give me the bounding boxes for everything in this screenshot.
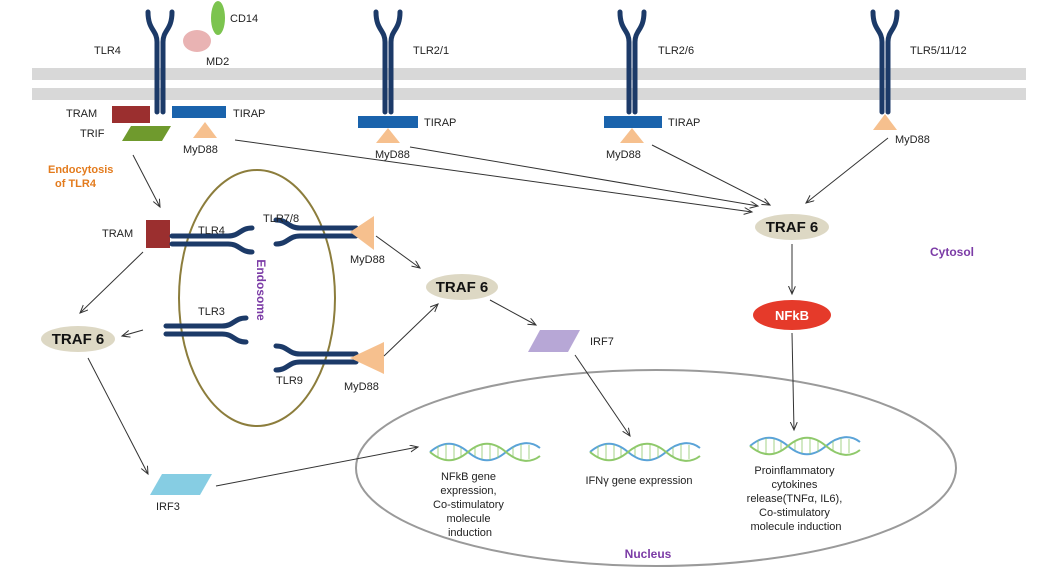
expr-1-line-4: molecule xyxy=(446,513,490,525)
myd88-2-shape xyxy=(376,128,400,143)
endosome-label: Endosome xyxy=(254,259,268,321)
arrow-traf6-left-to-irf3 xyxy=(87,357,148,474)
irf7-shape xyxy=(528,330,580,352)
expr-3-line-5: molecule induction xyxy=(750,521,841,533)
traf6-left-label: TRAF 6 xyxy=(52,331,105,348)
endocytosis-line-2: of TLR4 xyxy=(55,178,97,190)
myd88-1-label: MyD88 xyxy=(183,144,218,156)
arrow-irf3-to-dna xyxy=(215,447,418,487)
tirap-2-label: TIRAP xyxy=(424,117,456,129)
expr-1-line-3: Co-stimulatory xyxy=(433,499,504,511)
md2-label: MD2 xyxy=(206,56,229,68)
tlr2-6-label: TLR2/6 xyxy=(658,45,694,57)
tirap-1-shape xyxy=(172,106,226,118)
endocytosis-label: Endocytosis of TLR4 xyxy=(48,164,116,190)
irf3-shape xyxy=(150,474,212,495)
arrow-tlr4-myd88-to-traf6 xyxy=(234,139,752,212)
cd14-shape xyxy=(211,1,225,35)
arrow-tram-to-traf6-left xyxy=(80,251,144,313)
arrow-tlr3-to-traf6-left xyxy=(122,329,144,336)
myd88-4-shape xyxy=(873,114,897,130)
traf6-left-node xyxy=(41,326,115,352)
cytosol-label: Cytosol xyxy=(930,245,974,259)
myd88-3-label: MyD88 xyxy=(606,149,641,161)
arrows xyxy=(80,137,889,487)
trif-shape xyxy=(122,126,171,141)
trif-label: TRIF xyxy=(80,128,105,140)
myd88-3-shape xyxy=(620,128,644,143)
tlr4-mid-label: TLR4 xyxy=(198,225,225,237)
tirap-3-label: TIRAP xyxy=(668,117,700,129)
tlr2-1-label: TLR2/1 xyxy=(413,45,449,57)
expr-3-text: Proinflammatory cytokines release(TNFα, … xyxy=(747,465,846,533)
endosome-outline xyxy=(178,169,336,427)
cell-membrane xyxy=(32,68,1026,100)
tirap-2-shape xyxy=(358,116,418,128)
myd88-4-label: MyD88 xyxy=(895,134,930,146)
expr-2-line-1: IFNγ gene expression xyxy=(586,475,693,487)
traf6-right-node xyxy=(755,214,829,240)
arrow-endocytosis xyxy=(132,154,160,207)
dna-helix-1 xyxy=(429,442,541,462)
tram-top-shape xyxy=(112,106,150,123)
myd88-5-label: MyD88 xyxy=(350,254,385,266)
traf6-center-node xyxy=(426,274,498,300)
tirap-1-label: TIRAP xyxy=(233,108,265,120)
tlr3-label: TLR3 xyxy=(198,306,225,318)
myd88-2-label: MyD88 xyxy=(375,149,410,161)
md2-shape xyxy=(183,30,211,52)
tram-top-label: TRAM xyxy=(66,108,97,120)
expr-3-line-4: Co-stimulatory xyxy=(759,507,830,519)
expr-1-text: NFkB gene expression, Co-stimulatory mol… xyxy=(433,471,507,539)
arrow-traf6-to-irf7 xyxy=(489,299,536,325)
tram-mid-label: TRAM xyxy=(102,228,133,240)
tirap-3-shape xyxy=(604,116,662,128)
arrow-nfkb-to-dna xyxy=(792,332,794,430)
tlr7-8-label: TLR7/8 xyxy=(263,213,299,225)
expr-1-line-1: NFkB gene xyxy=(441,471,496,483)
tlr4-top-label: TLR4 xyxy=(94,45,121,57)
myd88-5-shape xyxy=(350,216,374,250)
endocytosis-line-1: Endocytosis xyxy=(48,164,113,176)
arrow-tlr51112-myd88-to-traf6 xyxy=(806,137,889,203)
tlr9-label: TLR9 xyxy=(276,375,303,387)
arrow-irf7-to-dna xyxy=(574,354,630,436)
tlr9-receptor xyxy=(276,346,356,370)
arrow-myd88-tlr9-to-traf6 xyxy=(383,304,438,357)
nfkb-label: NFkB xyxy=(775,308,809,323)
tlr5-11-12-label: TLR5/11/12 xyxy=(910,45,967,57)
arrow-tlr26-myd88-to-traf6 xyxy=(651,144,770,205)
expr-3-line-1: Proinflammatory xyxy=(754,465,835,477)
traf6-right-label: TRAF 6 xyxy=(766,219,819,236)
arrow-myd88-tlr78-to-traf6 xyxy=(375,235,420,268)
irf7-label: IRF7 xyxy=(590,336,614,348)
myd88-6-label: MyD88 xyxy=(344,381,379,393)
nucleus-outline xyxy=(355,369,957,567)
myd88-1-shape xyxy=(193,122,217,138)
tram-mid-shape xyxy=(146,220,170,248)
expr-1-line-2: expression, xyxy=(440,485,496,497)
expr-1-line-5: induction xyxy=(448,527,492,539)
dna-helix-3 xyxy=(749,436,861,456)
expr-3-line-3: release(TNFα, IL6), xyxy=(747,493,843,505)
irf3-label: IRF3 xyxy=(156,501,180,513)
expr-2-text: IFNγ gene expression xyxy=(586,475,693,487)
dna-helix-2 xyxy=(589,442,701,462)
myd88-6-shape xyxy=(350,342,384,374)
traf6-center-label: TRAF 6 xyxy=(436,279,489,296)
expr-3-line-2: cytokines xyxy=(772,479,818,491)
nfkb-node xyxy=(753,300,831,330)
nucleus-label: Nucleus xyxy=(625,547,672,561)
cd14-label: CD14 xyxy=(230,13,258,25)
tlr3-receptor xyxy=(166,318,246,342)
arrow-tlr21-myd88-to-traf6 xyxy=(409,146,758,206)
